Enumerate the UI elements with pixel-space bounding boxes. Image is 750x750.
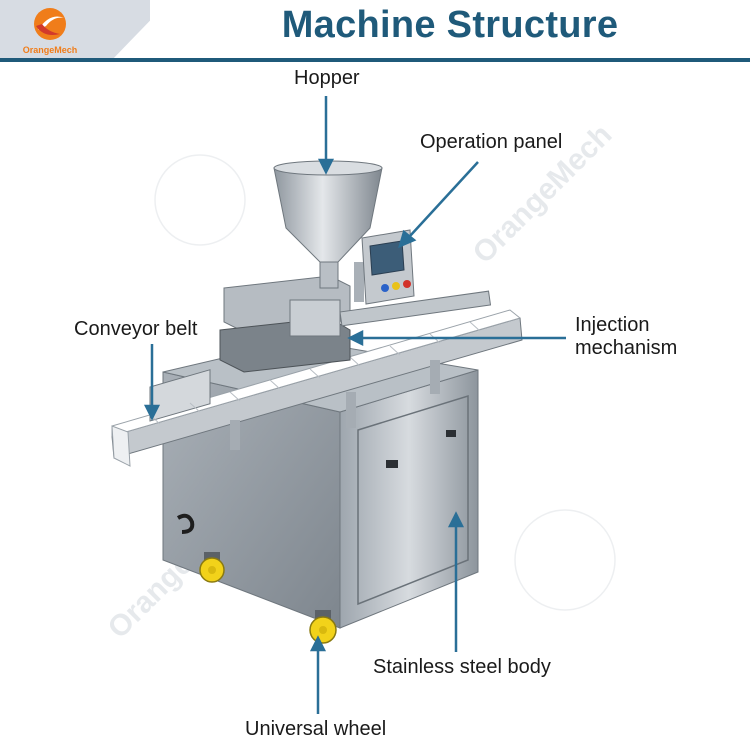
cabinet-door (357, 394, 469, 606)
page-title: Machine Structure (281, 4, 619, 46)
header-banner: Machine Structure OrangeMech (0, 0, 750, 62)
watermark-emblem-top (154, 154, 246, 246)
injection-line-2: mechanism (575, 337, 678, 359)
pointer-injection-arrow (347, 329, 364, 347)
rear-rail (339, 290, 492, 327)
door-handle-1 (386, 460, 398, 468)
pointer-operation-panel (409, 161, 479, 237)
panel-button-red (403, 280, 411, 288)
panel-screen (369, 240, 405, 276)
door-handle-2 (446, 430, 456, 437)
conveyor-leg-2 (346, 392, 356, 428)
power-cable (176, 513, 195, 534)
pointer-wheel-arrow (309, 635, 327, 652)
conveyor-leg-3 (430, 360, 440, 394)
pointer-panel-arrow (398, 229, 417, 249)
brand-logo: OrangeMech (14, 4, 86, 58)
conveyor-leg-1 (230, 420, 240, 450)
hopper-neck (319, 261, 339, 289)
pointer-conveyor-arrow (143, 404, 161, 421)
callout-universal-wheel: Universal wheel (245, 718, 387, 740)
panel-arm (354, 262, 364, 302)
header-underline (0, 58, 750, 62)
pointer-hopper-arrow (317, 158, 335, 175)
callout-conveyor-belt: Conveyor belt (74, 318, 198, 340)
wheel-front (309, 610, 337, 644)
injection-line-1: Injection (575, 314, 650, 336)
logo-text: OrangeMech (23, 45, 78, 55)
wheel-left (199, 552, 225, 583)
panel-button-blue (381, 284, 389, 292)
conveyor-belt-end (111, 425, 131, 467)
callout-operation-panel: Operation panel (420, 131, 563, 153)
injection-nozzle-block (289, 299, 341, 337)
pointer-body-arrow (447, 511, 465, 528)
header-slant-panel (110, 0, 750, 62)
callout-stainless-steel-body: Stainless steel body (373, 656, 551, 678)
callout-hopper: Hopper (294, 67, 360, 89)
panel-button-yellow (392, 282, 400, 290)
watermark-emblem-bottom (514, 509, 616, 611)
conveyor-end-bracket (149, 369, 211, 422)
callout-injection-mechanism: Injection mechanism (575, 314, 677, 360)
